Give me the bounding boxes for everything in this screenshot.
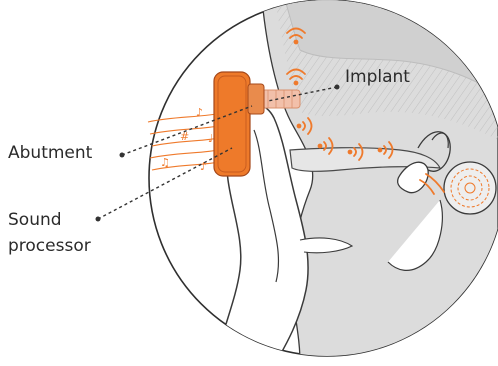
svg-text:♪: ♪ (196, 106, 203, 119)
abutment-label: Abutment (8, 143, 92, 163)
abutment (248, 84, 264, 114)
cochlea (444, 162, 496, 214)
svg-text:♫: ♫ (160, 156, 170, 169)
implant-label: Implant (345, 67, 410, 87)
svg-text:♩: ♩ (208, 132, 213, 145)
sound-processor-label-line1: Sound (8, 210, 62, 230)
sound-processor-label-line2: processor (8, 236, 91, 256)
